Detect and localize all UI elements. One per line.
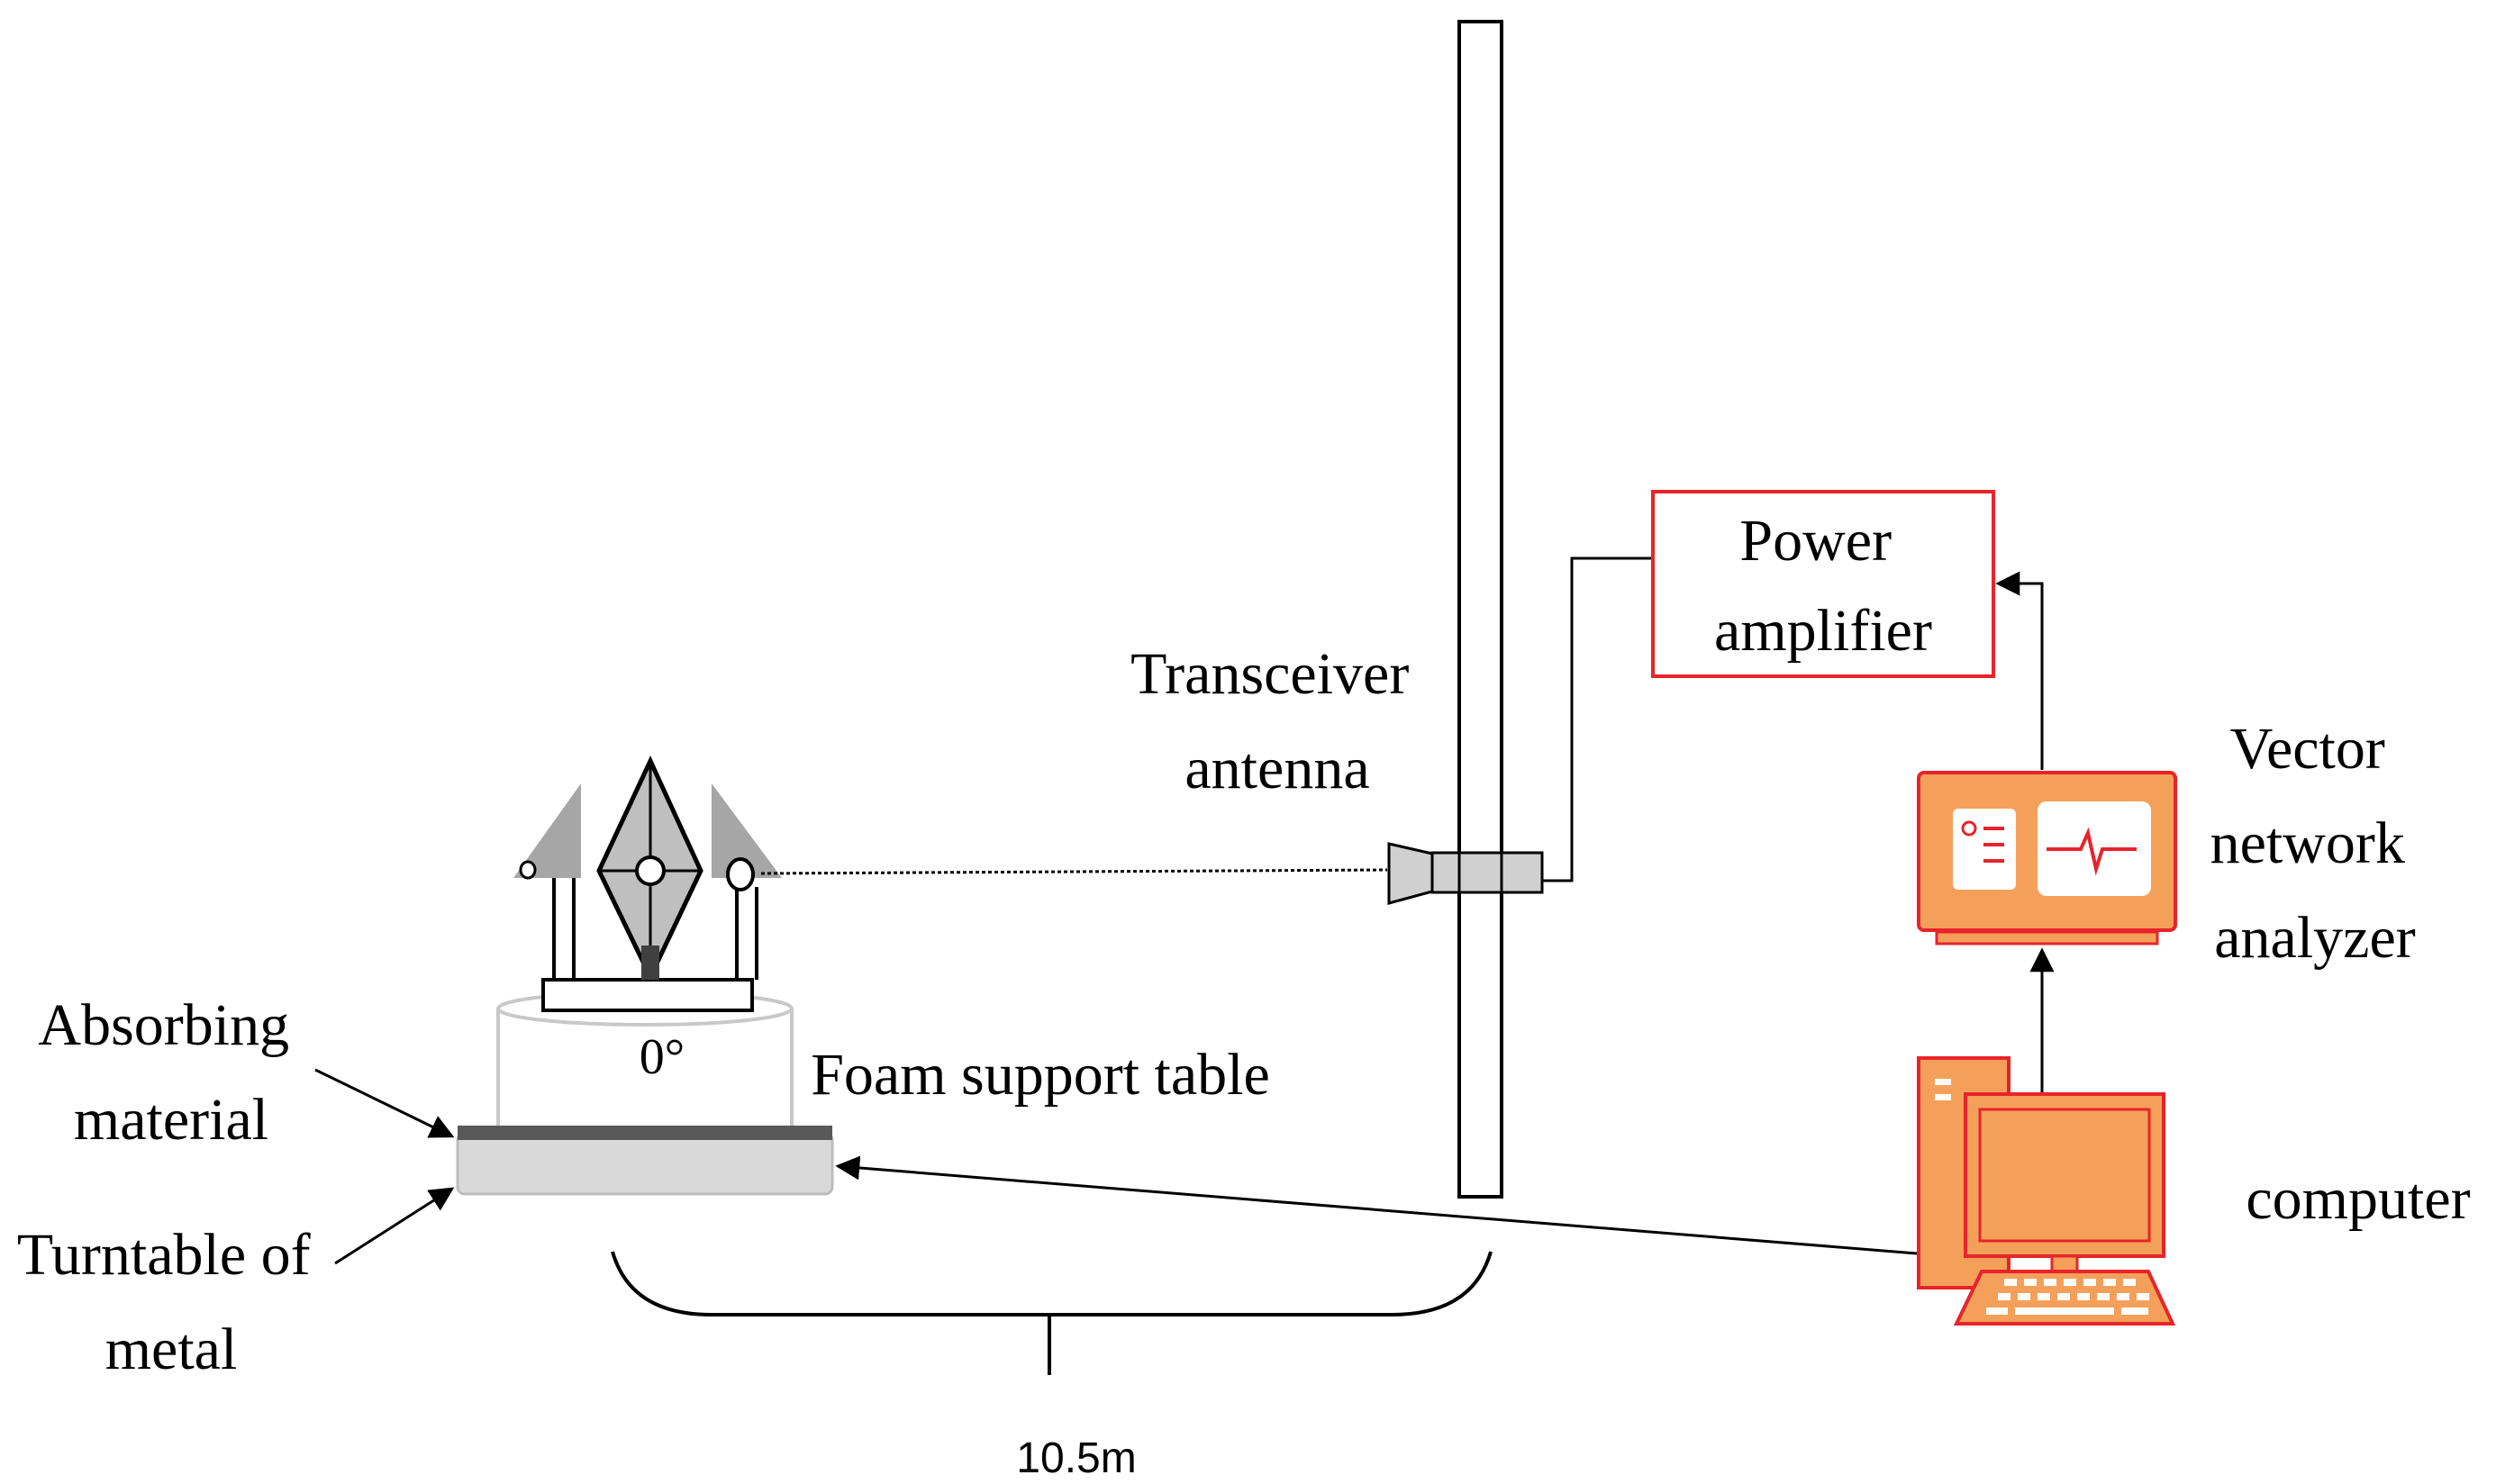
turntable-pointer	[334, 1187, 455, 1265]
antenna-cable	[1542, 556, 1653, 882]
vna-to-amplifier-arrow	[1995, 571, 2044, 770]
absorbing-material-label: Absorbing material	[38, 992, 304, 1153]
turntable-of-metal	[456, 1131, 834, 1196]
power-amplifier-label: Power amplifier	[1714, 508, 1932, 664]
antenna-mast	[1457, 20, 1503, 1199]
transceiver-antenna-label: Transceiver antenna	[1130, 641, 1424, 801]
vector-network-analyzer-icon	[1917, 771, 2177, 946]
beam-line	[760, 868, 1388, 875]
angle-label: 0°	[640, 1029, 685, 1085]
computer-label: computer	[2246, 1166, 2470, 1232]
absorbing-material-layer	[458, 1126, 832, 1140]
distance-label: 10.5m	[1016, 1434, 1136, 1482]
computer-to-turntable-arrow	[835, 1155, 1918, 1255]
scattering-target-icon	[513, 756, 782, 1012]
power-amplifier-box	[1651, 490, 1995, 678]
distance-bracket	[611, 1251, 1493, 1317]
horn-antenna-icon	[1387, 842, 1544, 905]
foam-support-table-label: Foam support table	[811, 1042, 1270, 1108]
vna-label: Vector network analyzer	[2210, 716, 2420, 971]
turntable-label: Turntable of metal	[17, 1222, 325, 1382]
desktop-computer-icon	[1917, 1056, 2176, 1326]
absorbing-material-pointer	[314, 1068, 455, 1138]
